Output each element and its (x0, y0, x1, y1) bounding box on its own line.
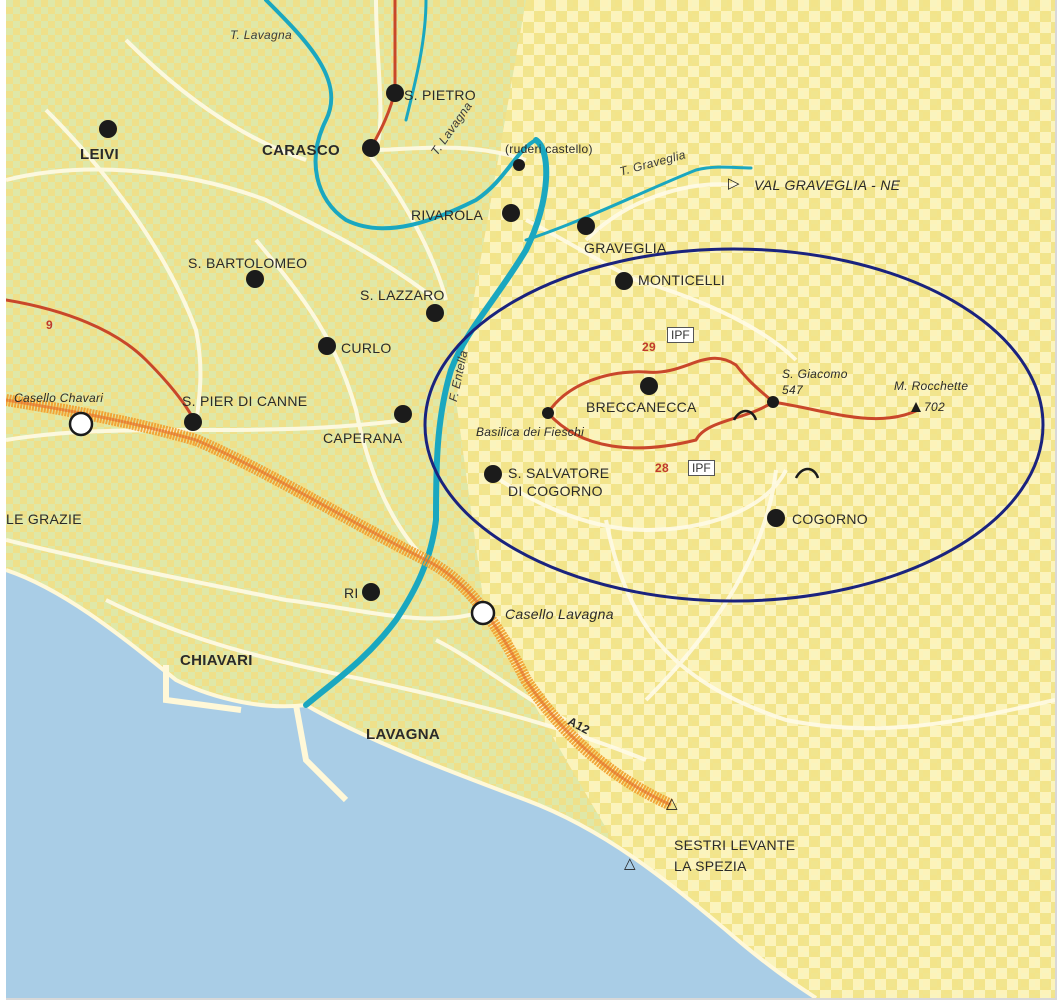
harbour-pier (163, 665, 242, 713)
label-breccanecca: BRECCANECCA (586, 399, 697, 415)
label-m-rocchette: M. Rocchette (894, 379, 969, 393)
label-s-bartolomeo: S. BARTOLOMEO (188, 255, 308, 271)
sea (6, 570, 816, 998)
label-casello-lavagna: Casello Lavagna (505, 606, 614, 622)
map-canvas (6, 0, 1055, 998)
badge-ipf-2: IPF (688, 460, 715, 476)
direction-arrow-val-graveglia: ▷ (728, 174, 740, 192)
label-s-giacomo-altitude: 547 (782, 383, 803, 397)
casello-chavari-marker (68, 411, 94, 437)
label-rivarola: RIVAROLA (411, 207, 484, 223)
label-le-grazie: LE GRAZIE (6, 511, 82, 527)
label-route-28: 28 (655, 461, 669, 475)
map[interactable]: S. PIETRO LEIVI CARASCO (ruderi castello… (6, 0, 1057, 1000)
label-basilica: Basilica dei Fieschi (476, 425, 585, 439)
trail-rocchette (771, 400, 920, 421)
label-casello-chavari: Casello Chavari (14, 391, 104, 405)
river-graveglia (524, 165, 753, 242)
label-m-rocchette-altitude: 702 (924, 400, 945, 414)
pass-marker-2 (794, 467, 820, 479)
road-9 (6, 298, 196, 422)
trail-28 (546, 400, 775, 450)
label-s-pier-di-canne: S. PIER DI CANNE (182, 393, 308, 409)
label-sestri-1: SESTRI LEVANTE (674, 837, 796, 853)
direction-arrow-sestri: △ (666, 794, 678, 812)
label-chiavari: CHIAVARI (180, 652, 253, 669)
highlight-ellipse (423, 247, 1045, 603)
badge-ipf-1: IPF (667, 327, 694, 343)
label-sestri-2: LA SPEZIA (674, 858, 747, 874)
rivers (264, 0, 753, 708)
harbour-pier-2 (293, 704, 349, 803)
label-s-salvatore-2: DI COGORNO (508, 483, 603, 499)
label-monticelli: MONTICELLI (638, 272, 726, 288)
label-s-giacomo: S. Giacomo (782, 367, 848, 381)
peak-marker (911, 402, 921, 412)
river-lavagna (264, 0, 538, 231)
label-route-9: 9 (46, 318, 53, 332)
land-area-east (456, 0, 1055, 998)
coast-line (6, 568, 818, 998)
label-route-29: 29 (642, 340, 656, 354)
label-graveglia: GRAVEGLIA (584, 240, 667, 256)
label-s-salvatore-1: S. SALVATORE (508, 465, 610, 481)
trail-29 (546, 356, 775, 415)
river-lavagna-north (404, 0, 428, 122)
pass-marker-1 (732, 409, 758, 421)
label-river-t-lavagna-top: T. Lavagna (230, 28, 292, 42)
direction-arrow-la-spezia: △ (624, 854, 636, 872)
casello-lavagna-marker (470, 600, 496, 626)
label-carasco: CARASCO (262, 142, 340, 159)
label-lavagna: LAVAGNA (366, 726, 441, 743)
label-ruderi: (ruderi castello) (505, 142, 593, 156)
label-caperana: CAPERANA (323, 430, 403, 446)
label-val-graveglia: VAL GRAVEGLIA - NE (754, 177, 901, 193)
label-ri: RI (344, 585, 359, 601)
label-cogorno: COGORNO (792, 511, 868, 527)
label-s-lazzaro: S. LAZZARO (360, 287, 445, 303)
label-leivi: LEIVI (80, 146, 120, 163)
label-s-pietro: S. PIETRO (404, 87, 476, 103)
town-dots (99, 84, 785, 601)
label-curlo: CURLO (341, 340, 392, 356)
river-entella (303, 137, 550, 708)
